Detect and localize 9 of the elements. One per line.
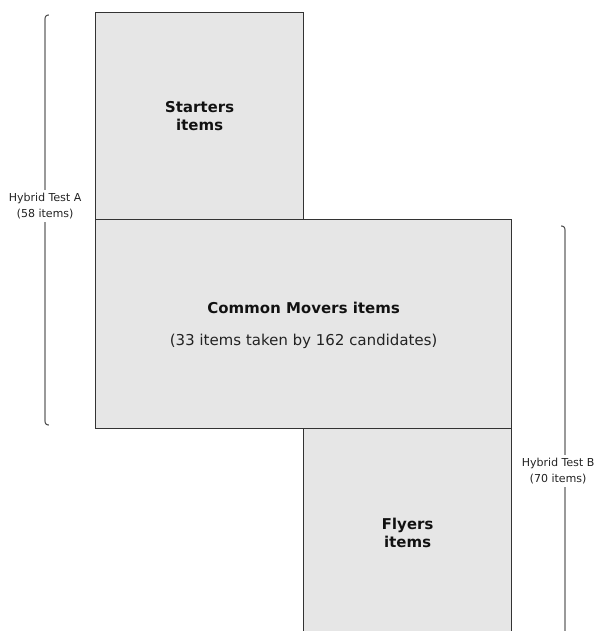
- box-heading: Common Movers items: [206, 299, 401, 317]
- starters-box: [95, 12, 304, 220]
- flyers-box: [303, 428, 512, 631]
- bracket-label: Hybrid Test A (58 items): [8, 190, 82, 222]
- common-box: [95, 219, 512, 429]
- box-heading: Starters items: [164, 98, 236, 134]
- box-note: (33 items taken by 162 candidates): [170, 331, 438, 349]
- box-heading: Flyers items: [380, 515, 434, 551]
- bracket-label: Hybrid Test B (70 items): [521, 455, 595, 487]
